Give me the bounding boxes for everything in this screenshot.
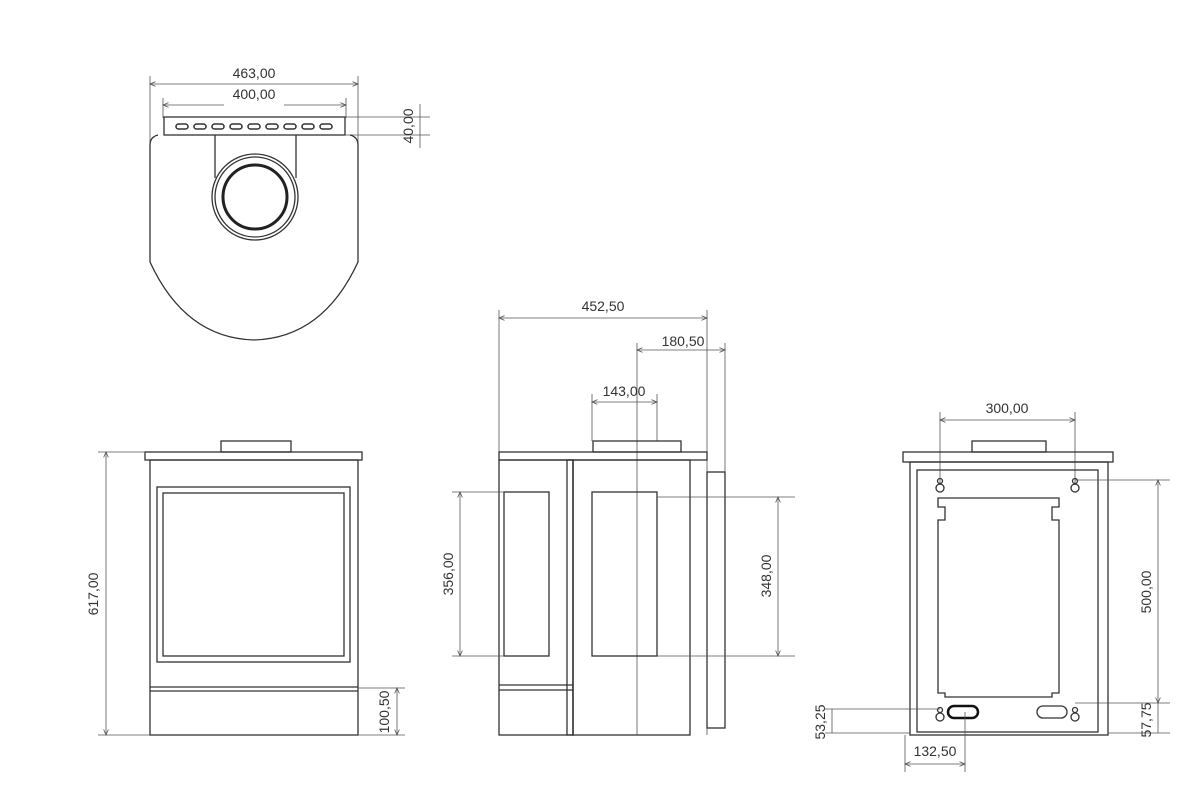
dim-label-400: 400,00 (233, 86, 276, 102)
wall-bracket-outline (937, 497, 1060, 698)
dim-label-57-75: 57,75 (1138, 702, 1154, 737)
stove-body-outline (149, 134, 359, 341)
flue-opening (221, 163, 289, 231)
dim-label-348: 348,00 (758, 554, 774, 597)
dim-label-180-50: 180,50 (662, 333, 705, 349)
keyhole-mounts (935, 477, 1080, 722)
air-inlet-right (1036, 705, 1068, 719)
door-glass (156, 486, 351, 663)
front-view: 617,00 100,50 (85, 440, 405, 736)
dim-label-143: 143,00 (603, 383, 646, 399)
dim-label-500: 500,00 (1138, 570, 1154, 613)
air-inlet-left (946, 704, 980, 720)
top-view: 463,00 400,00 40,00 (149, 65, 430, 341)
dim-label-452-50: 452,50 (582, 298, 625, 314)
back-panel (909, 461, 1109, 736)
rear-spacer (706, 471, 726, 729)
dim-label-617: 617,00 (85, 572, 101, 615)
dim-label-132-50: 132,50 (914, 743, 957, 759)
side-view: 452,50 180,50 143,00 356,00 348,00 (440, 298, 795, 736)
stove-front-body (149, 459, 359, 736)
dim-label-40: 40,00 (400, 108, 416, 143)
flue-plate (163, 116, 346, 136)
dim-label-463: 463,00 (233, 65, 276, 81)
dim-label-100-50: 100,50 (376, 690, 392, 733)
dim-label-356: 356,00 (440, 552, 456, 595)
side-body (572, 459, 691, 736)
dim-label-300: 300,00 (986, 400, 1029, 416)
back-view: 300,00 500,00 57,75 53,25 132,50 (812, 400, 1170, 772)
side-door (498, 459, 574, 736)
dim-label-53-25: 53,25 (812, 704, 828, 739)
flue-collar (211, 153, 299, 241)
